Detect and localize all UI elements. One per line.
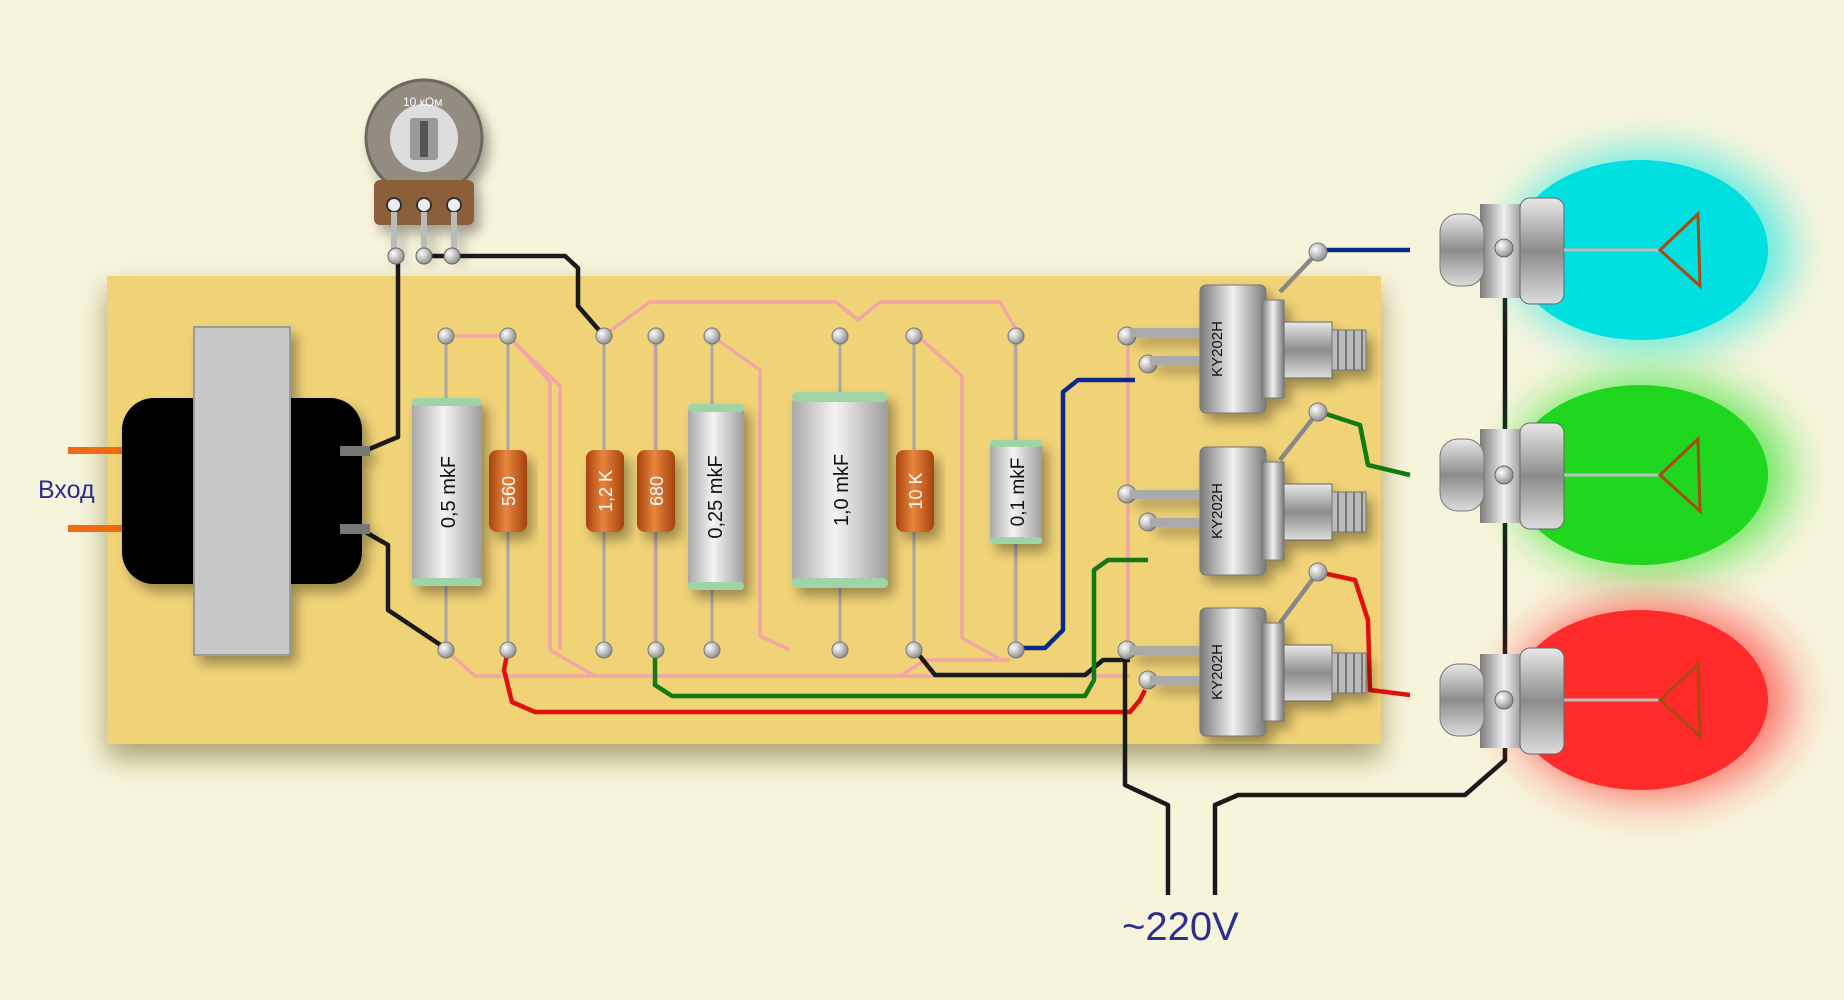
transformer-core bbox=[193, 326, 291, 656]
input-label: Вход bbox=[38, 476, 95, 504]
wire-black-mains-left bbox=[1122, 650, 1171, 895]
resistor-r1 bbox=[489, 450, 527, 532]
wire-red-lamp bbox=[1317, 569, 1411, 698]
potentiometer bbox=[364, 78, 484, 256]
capacitor-c2 bbox=[688, 404, 744, 590]
capacitor-c1-label: 0,5 mkF bbox=[438, 456, 460, 528]
resistor-r3 bbox=[637, 450, 675, 532]
resistor-r2 bbox=[586, 450, 624, 532]
lamp-blue bbox=[1439, 152, 1790, 348]
capacitor-c3 bbox=[792, 392, 888, 588]
wire-black-common bbox=[913, 648, 1130, 678]
thyristor-t2-label: KY202H bbox=[1209, 483, 1226, 539]
capacitor-c4-label: 0,1 mkF bbox=[1008, 458, 1029, 527]
wire-navy bbox=[1015, 377, 1135, 651]
wire-black-pot bbox=[420, 253, 606, 338]
wire-black-pot-left bbox=[361, 256, 401, 455]
thyristor-t1-label: KY202H bbox=[1209, 321, 1226, 377]
thyristor-t3-label: KY202H bbox=[1209, 644, 1226, 700]
wire-green-lamp bbox=[1319, 409, 1411, 478]
thyristors bbox=[1130, 284, 1367, 737]
wire-green-board bbox=[652, 557, 1148, 699]
capacitor-c4 bbox=[990, 440, 1042, 544]
wire-black-transformer bbox=[360, 528, 447, 650]
wire-red-board bbox=[501, 649, 1148, 715]
potentiometer-label: 10 кОм bbox=[403, 95, 443, 109]
wire-gate-link-2 bbox=[1278, 410, 1320, 462]
wire-gate-link-3 bbox=[1278, 570, 1320, 625]
resistor-r4 bbox=[896, 450, 934, 532]
solder-pads bbox=[437, 242, 1328, 690]
lamps bbox=[1439, 152, 1790, 798]
thyristor-t2 bbox=[1130, 446, 1367, 576]
lamp-green bbox=[1439, 377, 1790, 573]
wires bbox=[360, 245, 1508, 895]
capacitor-c2-label: 0,25 mkF bbox=[705, 455, 727, 538]
lamp-red bbox=[1439, 602, 1790, 798]
input-leads bbox=[68, 447, 148, 532]
transformer bbox=[122, 326, 370, 656]
thyristor-t1 bbox=[1130, 284, 1367, 414]
capacitor-c3-label: 1,0 mkF bbox=[831, 454, 853, 526]
resistor-r3-label: 680 bbox=[647, 476, 667, 506]
thyristor-t3 bbox=[1130, 607, 1367, 737]
resistor-r1-label: 560 bbox=[499, 476, 519, 506]
resistor-r2-label: 1,2 K bbox=[596, 470, 616, 512]
resistor-r4-label: 10 K bbox=[906, 472, 926, 509]
mains-label: ~220V bbox=[1122, 905, 1239, 949]
potentiometer-pins bbox=[387, 247, 461, 265]
capacitor-c1 bbox=[412, 398, 482, 586]
